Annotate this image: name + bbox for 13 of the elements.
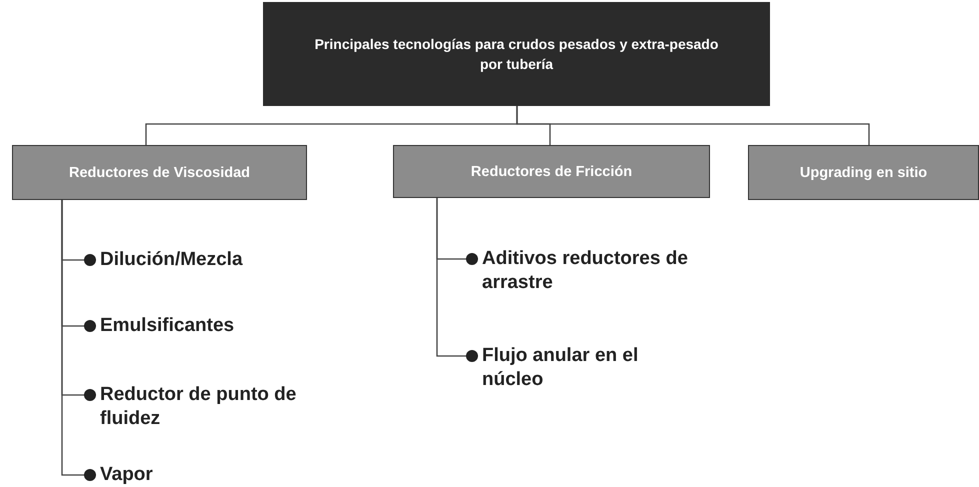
bullet-item: Vapor [100, 462, 330, 487]
bullet-item: Reductor de punto de fluidez [100, 382, 320, 432]
bullet-item: Aditivos reductores de arrastre [482, 246, 722, 296]
bullet-connector [436, 198, 478, 362]
bullet-connector [61, 200, 96, 481]
bullet-item: Emulsificantes [100, 313, 330, 339]
category-box: Reductores de Viscosidad [12, 145, 307, 200]
title-box: Principales tecnologías para crudos pesados y extra-pesado por tubería [263, 2, 770, 106]
bullet-item: Dilución/Mezcla [100, 247, 330, 273]
bullet-item: Flujo anular en el núcleo [482, 343, 702, 393]
category-box: Upgrading en sitio [748, 145, 979, 200]
connector-line [516, 106, 870, 145]
category-box: Reductores de Fricción [393, 145, 710, 198]
